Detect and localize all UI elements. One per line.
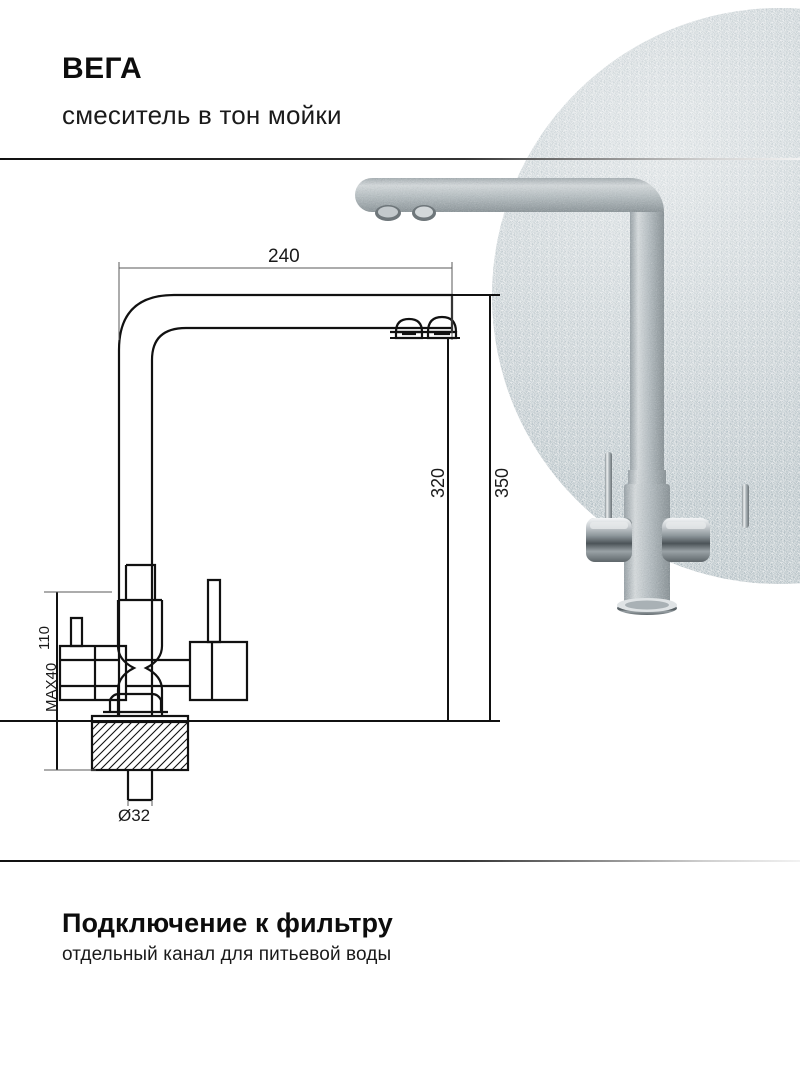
page-title: ВЕГА	[62, 52, 143, 85]
feature-title: Подключение к фильтру	[62, 908, 393, 938]
divider-bottom	[0, 860, 800, 862]
page-subtitle: смеситель в тон мойки	[62, 100, 342, 130]
dimension-label-spout-reach: 240	[268, 246, 300, 267]
dimension-label-total-height: 350	[492, 467, 512, 498]
feature-subtitle: отдельный канал для питьевой воды	[62, 944, 392, 965]
dimension-lines	[118, 262, 453, 340]
dimension-label-handle-height: 110	[36, 626, 53, 650]
countertop-section	[90, 714, 190, 802]
vertical-dimension-lines	[390, 294, 500, 722]
dimension-label-hole-diameter: Ø32	[118, 806, 151, 825]
divider-top	[0, 158, 800, 160]
dimension-label-aerator-height: 320	[428, 467, 448, 498]
left-dimension-lines	[44, 591, 112, 771]
hole-diameter-leader	[127, 800, 153, 806]
dimension-label-max-countertop: MAX40	[43, 662, 60, 712]
